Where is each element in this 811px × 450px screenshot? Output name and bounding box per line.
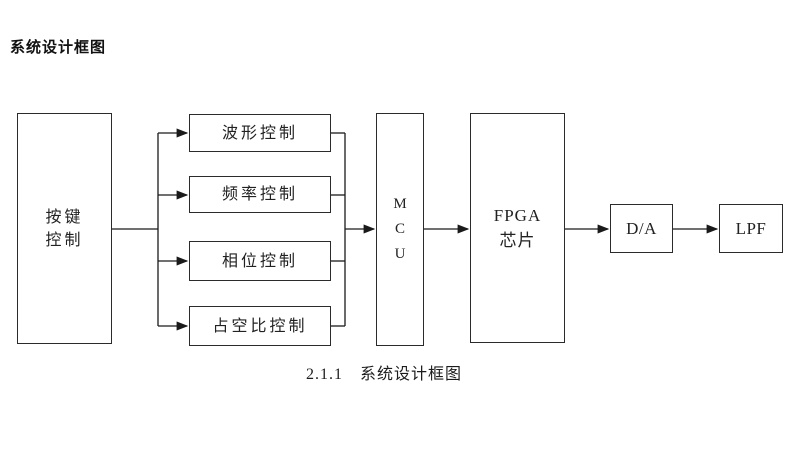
- da-converter-label: D/A: [626, 219, 657, 238]
- mcu-label: M C U: [393, 196, 407, 262]
- da-converter-box: D/A: [610, 204, 673, 253]
- waveform-control-label: 波形控制: [221, 124, 298, 142]
- fpga-chip-label: FPGA 芯片: [493, 206, 542, 250]
- page-title: 系统设计框图: [10, 39, 107, 56]
- lpf-label: LPF: [735, 219, 767, 238]
- phase-control-label: 相位控制: [221, 252, 298, 270]
- frequency-control-label: 频率控制: [221, 186, 298, 203]
- fpga-chip-box: FPGA 芯片: [470, 113, 565, 343]
- frequency-control-box: 频率控制: [189, 176, 331, 213]
- phase-control-box: 相位控制: [189, 241, 331, 281]
- duty-cycle-control-box: 占空比控制: [189, 306, 331, 346]
- keypad-control-label: 按键 控制: [45, 208, 84, 249]
- duty-cycle-control-label: 占空比控制: [212, 317, 308, 335]
- lpf-box: LPF: [719, 204, 783, 253]
- waveform-control-box: 波形控制: [189, 114, 331, 152]
- mcu-box: M C U: [376, 113, 424, 346]
- keypad-control-box: 按键 控制: [17, 113, 112, 344]
- figure-caption: 2.1.1 系统设计框图: [306, 366, 463, 383]
